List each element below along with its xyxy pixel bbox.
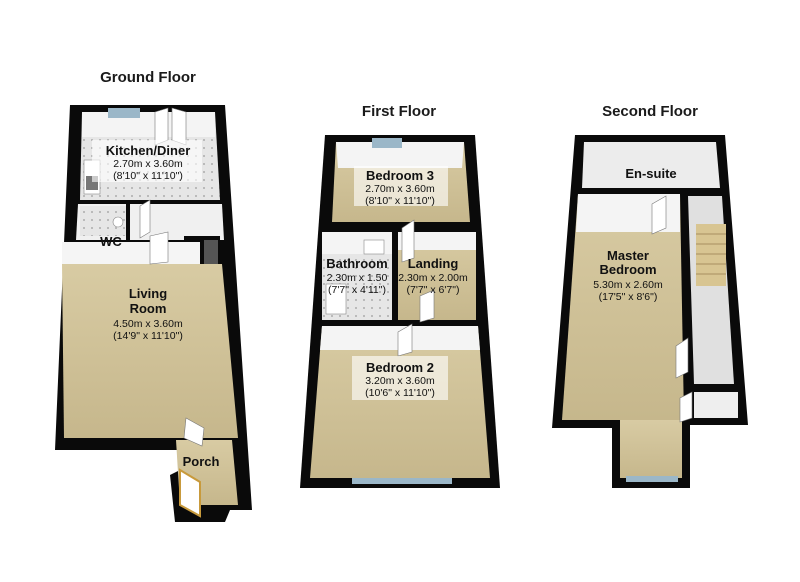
room-dimensions-imperial: (8'10" x 11'10") <box>365 195 435 207</box>
bedroom-2-label: Bedroom 2 3.20m x 3.60m (10'6" x 11'10") <box>352 356 448 400</box>
room-dimensions-metric: 3.20m x 3.60m <box>365 375 435 387</box>
wc-label: WC <box>100 234 122 249</box>
room-name: Bedroom 2 <box>366 360 434 375</box>
room-name: Bedroom <box>599 262 656 277</box>
stairs <box>204 240 218 270</box>
room-dimensions-metric: 4.50m x 3.60m <box>113 318 183 330</box>
second-floor: Second Floor En-suite Master Bedroom 5. <box>552 103 748 488</box>
bathroom-label: Bathroom 2.30m x 1.50 (7'7" x 4'11") <box>326 256 387 296</box>
front-door <box>179 468 201 518</box>
room-name: Landing <box>408 256 459 271</box>
room-dimensions-imperial: (17'5" x 8'6") <box>599 291 658 303</box>
master-bedroom-label: Master Bedroom 5.30m x 2.60m (17'5" x 8'… <box>593 248 663 303</box>
kitchen-label: Kitchen/Diner 2.70m x 3.60m (8'10" x 11'… <box>92 140 202 182</box>
door <box>651 195 667 235</box>
window <box>108 108 140 118</box>
door <box>401 219 415 263</box>
master-bedroom-floor <box>562 194 684 420</box>
toilet-icon <box>112 216 124 228</box>
window <box>372 138 402 148</box>
door <box>171 107 187 146</box>
room-name: Room <box>130 301 167 316</box>
door <box>675 337 689 379</box>
room-name: Bedroom 3 <box>366 168 434 183</box>
door <box>679 391 693 423</box>
door <box>154 107 169 146</box>
room-dimensions-imperial: (7'7" x 4'11") <box>328 284 386 296</box>
en-suite-label: En-suite <box>625 166 676 181</box>
window <box>626 476 678 482</box>
room-dimensions-metric: 2.70m x 3.60m <box>113 158 183 170</box>
door <box>149 231 169 265</box>
door <box>183 417 205 447</box>
bedroom-3-label: Bedroom 3 2.70m x 3.60m (8'10" x 11'10") <box>354 166 448 207</box>
first-floor-title: First Floor <box>362 103 436 120</box>
room-dimensions-imperial: (10'6" x 11'10") <box>365 387 435 399</box>
window <box>352 478 452 484</box>
room-dimensions-imperial: (14'9" x 11'10") <box>113 330 183 342</box>
second-floor-title: Second Floor <box>602 103 698 120</box>
room-dimensions-metric: 2.70m x 3.60m <box>365 183 435 195</box>
room-dimensions-metric: 2.30m x 2.00m <box>398 272 468 284</box>
door <box>139 199 151 239</box>
living-room-floor <box>62 264 238 438</box>
room-dimensions-metric: 2.30m x 1.50 <box>327 272 388 284</box>
room-name: Living <box>129 286 167 301</box>
landing-label: Landing 2.30m x 2.00m (7'7" x 6'7") <box>398 256 468 296</box>
ground-floor-title: Ground Floor <box>100 69 196 86</box>
first-floor: First Floor Bedroom 3 2.70m x 3.60m (8'1… <box>300 103 500 488</box>
room-name: Kitchen/Diner <box>106 143 191 158</box>
room-dimensions-imperial: (8'10" x 11'10") <box>113 170 183 182</box>
room-name: Master <box>607 248 649 263</box>
bath-icon <box>325 283 347 315</box>
porch-label: Porch <box>183 454 220 469</box>
ground-floor: Ground Floor Kitchen/Diner <box>55 69 252 522</box>
room-name: Bathroom <box>326 256 387 271</box>
living-room-label: Living Room 4.50m x 3.60m (14'9" x 11'10… <box>113 286 183 342</box>
sink-icon <box>363 239 385 255</box>
door <box>419 289 435 323</box>
room-dimensions-imperial: (7'7" x 6'7") <box>407 284 460 296</box>
door <box>397 323 413 357</box>
en-suite-floor <box>582 142 720 188</box>
stairs <box>696 224 726 286</box>
room-dimensions-metric: 5.30m x 2.60m <box>593 279 663 291</box>
